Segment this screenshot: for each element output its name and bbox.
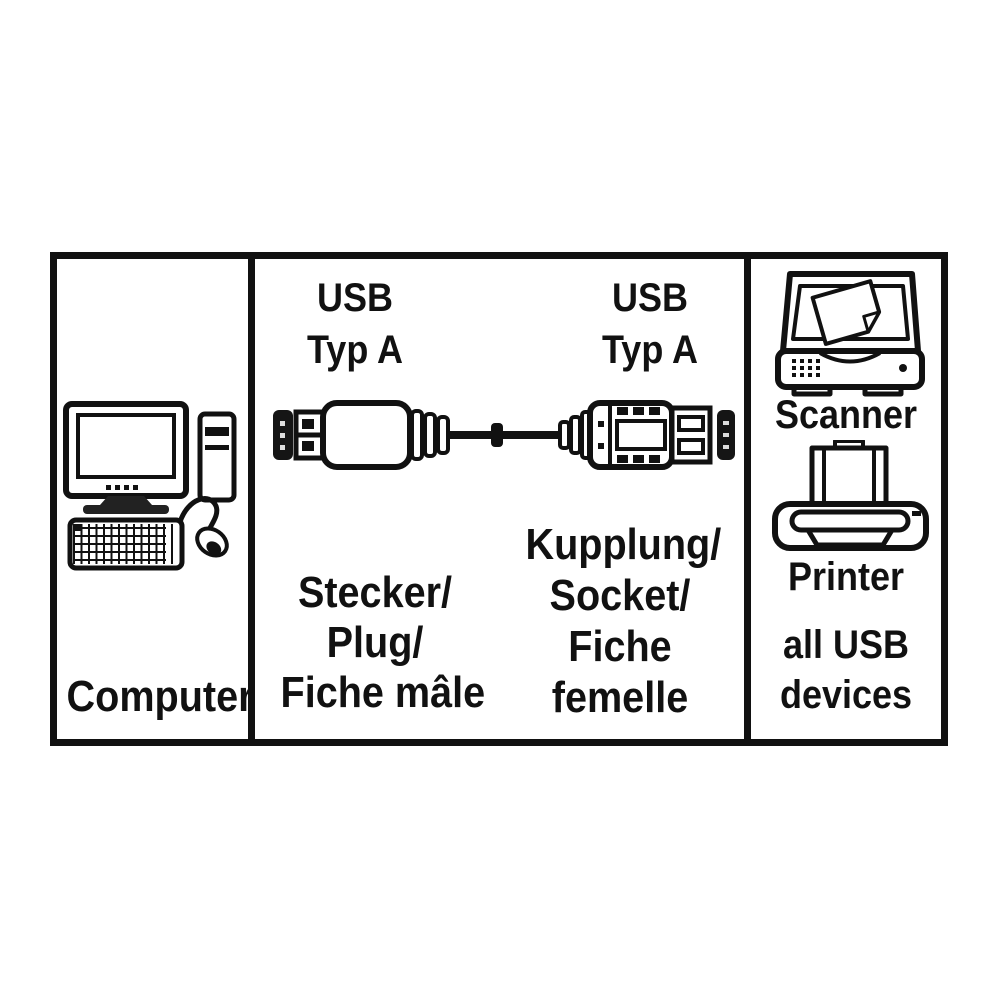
- usb-a-to-usb-a-cable-icon: [273, 400, 735, 470]
- usb-port-plate-left: [273, 410, 293, 460]
- usb-type-right-line1: USB: [611, 276, 688, 320]
- scanner-label: Scanner: [774, 393, 918, 437]
- panel-computer: Computer: [57, 259, 254, 739]
- male-name-line1: Stecker/: [297, 568, 453, 617]
- desktop-computer-icon: [63, 401, 237, 571]
- usb-type-label-left: USB Typ A: [255, 272, 455, 376]
- female-name-line3: Fiche: [568, 622, 672, 671]
- panel-divider-left: [248, 252, 255, 746]
- male-name-line3: Fiche mâle: [280, 668, 486, 717]
- male-connector-name: Stecker/ Plug/ Fiche mâle: [270, 568, 486, 718]
- printer-label: Printer: [787, 555, 905, 599]
- usb-type-right-line2: Typ A: [601, 328, 698, 372]
- computer-label: Computer: [66, 672, 254, 721]
- inkjet-printer-icon: [772, 440, 929, 551]
- female-connector-name: Kupplung/ Socket/ Fiche femelle: [515, 519, 725, 723]
- all-usb-line2: devices: [779, 673, 913, 717]
- usb-type-label-right: USB Typ A: [550, 272, 750, 376]
- panel-divider-right: [744, 252, 751, 746]
- all-usb-line1: all USB: [782, 623, 910, 667]
- ferrite-bead: [491, 423, 503, 447]
- all-usb-devices-label: all USB devices: [751, 620, 941, 720]
- panel-devices: Scanner Printer all USB devices: [751, 259, 941, 739]
- usb-port-plate-right: [717, 410, 735, 460]
- panel-cable: USB Typ A USB Typ A: [255, 259, 744, 739]
- female-name-line2: Socket/: [549, 571, 691, 620]
- cable-line: [447, 431, 561, 439]
- male-name-line2: Plug/: [326, 618, 424, 667]
- female-name-line1: Kupplung/: [525, 520, 722, 569]
- usb-type-left-line2: Typ A: [306, 328, 403, 372]
- flatbed-scanner-icon: [775, 271, 925, 397]
- usb-type-left-line1: USB: [316, 276, 393, 320]
- female-name-line4: femelle: [551, 673, 689, 722]
